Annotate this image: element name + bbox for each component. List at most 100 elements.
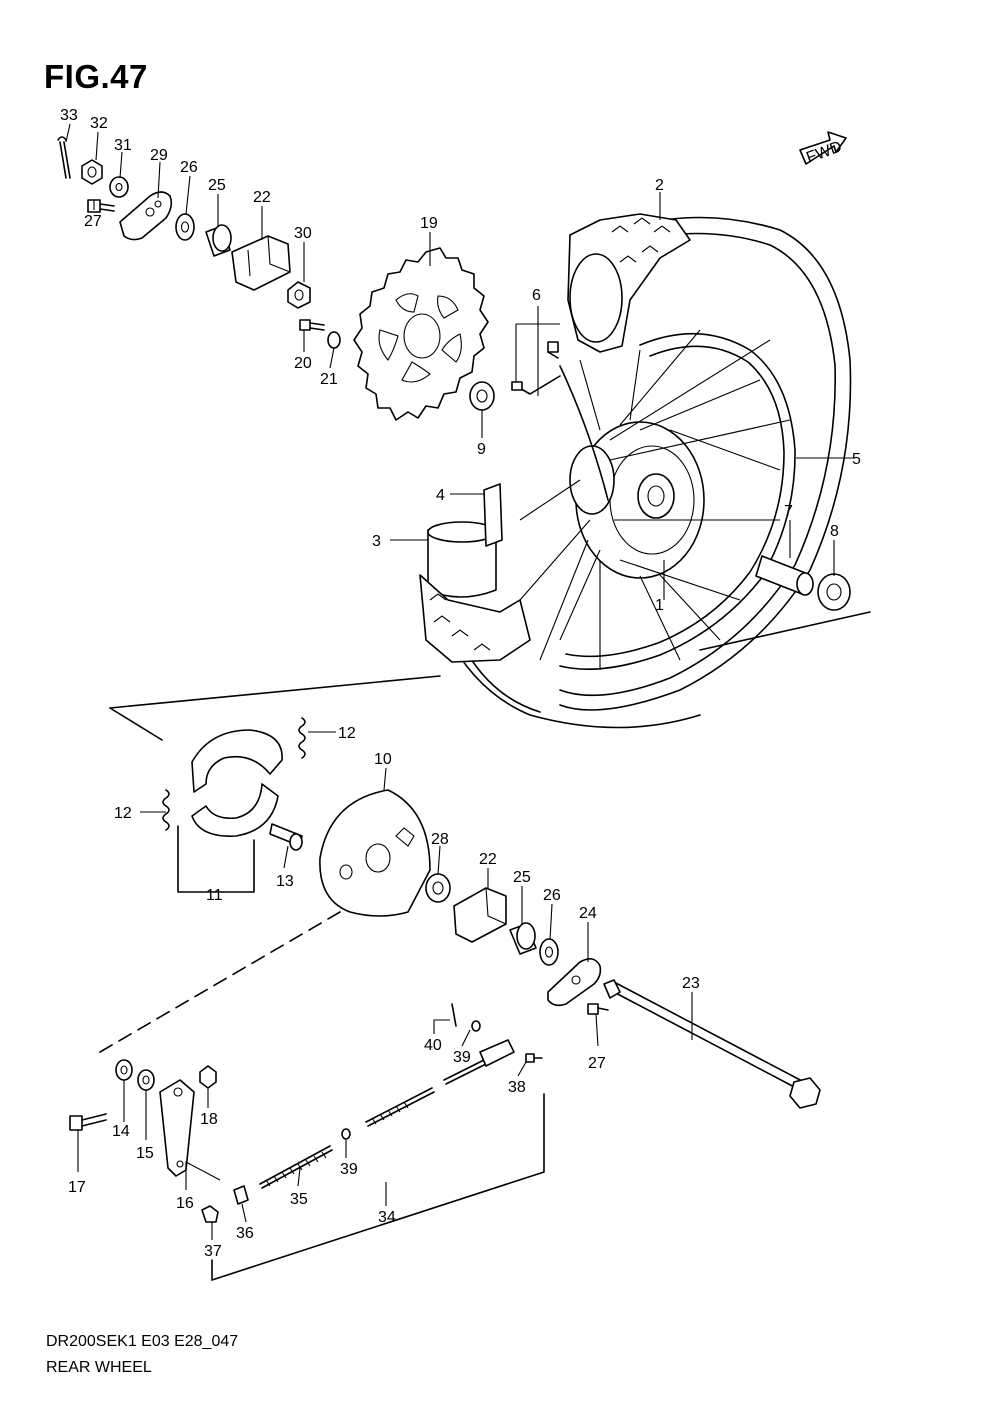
nut-30 (287, 281, 311, 309)
spoke-6-wire (559, 365, 609, 501)
callout-9: 9 (477, 441, 486, 458)
bolt-17 (69, 1113, 107, 1131)
bushing-28 (425, 873, 451, 903)
callout-22-upper: 22 (253, 189, 271, 206)
rear-axle-23 (603, 979, 821, 1109)
callout-18: 18 (200, 1111, 218, 1128)
washer-26-upper (175, 213, 195, 241)
callout-10: 10 (374, 751, 392, 768)
callout-6: 6 (532, 287, 541, 304)
callout-39-upper: 39 (453, 1049, 471, 1066)
brake-rod-end (443, 1039, 515, 1085)
bearing-9 (469, 381, 495, 411)
callout-30: 30 (294, 225, 312, 242)
washer-14 (115, 1059, 133, 1081)
bolt-20 (299, 319, 325, 331)
callout-7: 7 (784, 503, 793, 520)
callout-19: 19 (420, 215, 438, 232)
callout-40: 40 (424, 1037, 442, 1054)
camshaft-13 (269, 823, 303, 851)
brake-shoe-lower (191, 783, 279, 837)
tire-cutaway-top (567, 213, 691, 353)
callout-25-lower: 25 (513, 869, 531, 886)
callout-37: 37 (204, 1243, 222, 1260)
callout-1: 1 (655, 597, 664, 614)
callout-13: 13 (276, 873, 294, 890)
spacer-7 (755, 555, 814, 596)
chain-adjuster-29 (119, 191, 173, 241)
callout-33: 33 (60, 107, 78, 124)
callout-5: 5 (852, 451, 861, 468)
callout-24: 24 (579, 905, 597, 922)
callout-36: 36 (236, 1225, 254, 1242)
bracket-11 (177, 825, 255, 893)
callout-39-lower: 39 (340, 1161, 358, 1178)
leader-lines (65, 123, 854, 1240)
callout-11: 11 (206, 887, 223, 904)
spacer-25-upper (205, 224, 232, 257)
callout-26-lower: 26 (543, 887, 561, 904)
callout-22-lower: 22 (479, 851, 497, 868)
brake-spring-12-lower (162, 789, 170, 831)
callout-labels: 1 2 3 4 5 6 7 8 9 10 11 12 12 13 14 15 1… (60, 107, 861, 1260)
callout-27-lower: 27 (588, 1055, 606, 1072)
model-code: DR200SEK1 E03 E28_047 (46, 1333, 239, 1350)
bearing-8 (817, 573, 851, 611)
rim-band-3 (427, 521, 497, 598)
callout-25-upper: 25 (208, 177, 226, 194)
figure-title: FIG.47 (44, 58, 148, 95)
bolt-37 (201, 1205, 219, 1223)
callout-15: 15 (136, 1145, 154, 1162)
washer-26-lower (539, 938, 559, 966)
rear-hub (569, 421, 705, 579)
spacer-25-lower (509, 922, 537, 955)
brake-cam-lever-16 (159, 1079, 195, 1177)
tire-valve-6 (511, 341, 561, 395)
rear-sprocket-19 (353, 247, 489, 421)
callout-14: 14 (112, 1123, 130, 1140)
cotter-pin-33 (57, 136, 71, 179)
pin-38 (525, 1053, 543, 1063)
damper-22-upper (231, 235, 291, 291)
bracket-34 (211, 1093, 545, 1281)
callout-4: 4 (436, 487, 445, 504)
diagram-name: REAR WHEEL (46, 1359, 152, 1376)
washer-15 (137, 1069, 155, 1091)
washer-21 (327, 331, 341, 349)
brake-spring-12-upper (298, 717, 306, 759)
washer-39-upper (471, 1020, 481, 1032)
brake-spring-35 (259, 1145, 333, 1189)
callout-38: 38 (508, 1079, 526, 1096)
bolt-27-upper (87, 199, 115, 213)
brake-panel-10 (319, 789, 431, 917)
washer-39-lower (341, 1128, 351, 1140)
joint-36 (233, 1185, 249, 1205)
callout-12-lower: 12 (114, 805, 132, 822)
bolt-27-lower (587, 1003, 609, 1015)
washer-31 (109, 176, 129, 198)
callout-31: 31 (114, 137, 132, 154)
tire-cutaway-bottom (419, 574, 531, 663)
section-divider-upper (109, 611, 871, 741)
section-divider-lower (99, 911, 341, 1053)
callout-2: 2 (655, 177, 664, 194)
brake-rod-thread (365, 1087, 435, 1127)
callout-8: 8 (830, 523, 839, 540)
callout-28: 28 (431, 831, 449, 848)
callout-3: 3 (372, 533, 381, 550)
damper-22-lower (453, 887, 507, 943)
callout-26-upper: 26 (180, 159, 198, 176)
wheel-spokes (519, 329, 791, 670)
callout-34: 34 (378, 1209, 396, 1226)
brake-shoe-upper (191, 729, 283, 793)
callout-27-upper: 27 (84, 213, 102, 230)
fwd-badge-text: FWD (804, 138, 844, 166)
callout-23: 23 (682, 975, 700, 992)
axle-nut-32 (81, 159, 103, 185)
valve-stem-cap-4 (483, 483, 503, 547)
fwd-arrow-icon: FWD (799, 131, 847, 167)
cotter-pin-40 (451, 1003, 457, 1027)
nut-18 (199, 1065, 217, 1089)
callout-35: 35 (290, 1191, 308, 1208)
